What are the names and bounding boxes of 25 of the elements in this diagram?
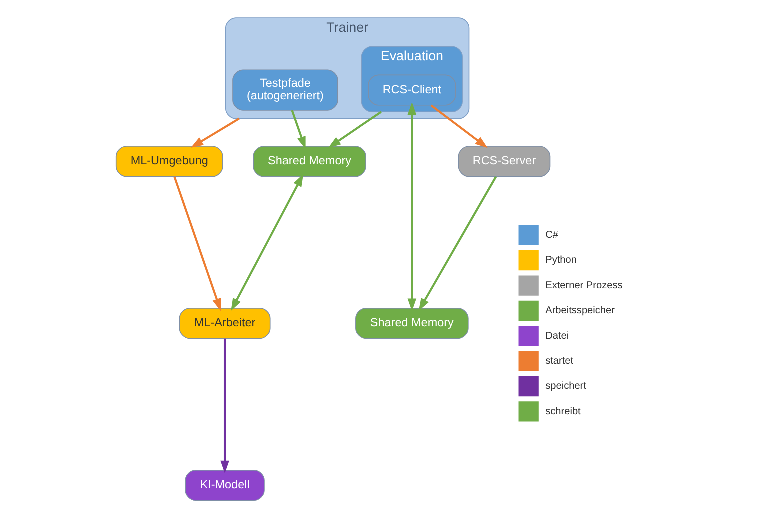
node-box: RCS-Client bbox=[368, 74, 456, 106]
arrow bbox=[418, 176, 497, 312]
legend-label: Python bbox=[545, 255, 576, 266]
node-box: ML-Umgebung bbox=[115, 146, 223, 178]
node-box: ML-Arbeiter bbox=[178, 308, 270, 340]
legend-label: C# bbox=[545, 230, 558, 242]
node-box: KI-Modell bbox=[184, 470, 264, 502]
arrow bbox=[190, 118, 240, 148]
arrow bbox=[290, 110, 306, 150]
node-box: Shared Memory bbox=[355, 308, 468, 340]
arrow bbox=[173, 176, 221, 312]
node-box: RCS-Server bbox=[458, 146, 550, 178]
arrow bbox=[407, 102, 416, 312]
node-box: Shared Memory bbox=[252, 146, 366, 178]
legend-label: speichert bbox=[545, 381, 586, 392]
legend-label: Arbeitsspeicher bbox=[545, 306, 614, 317]
arrow bbox=[230, 174, 304, 312]
legend-label: Externer Prozess bbox=[545, 280, 622, 292]
legend-label: schreibt bbox=[545, 406, 580, 418]
arrow bbox=[328, 111, 382, 148]
arrow bbox=[220, 338, 229, 474]
arrow bbox=[430, 104, 488, 148]
node-box: Testpfade (autogeneriert) bbox=[232, 70, 338, 111]
legend-label: Datei bbox=[545, 330, 569, 342]
legend-label: startet bbox=[545, 356, 574, 367]
